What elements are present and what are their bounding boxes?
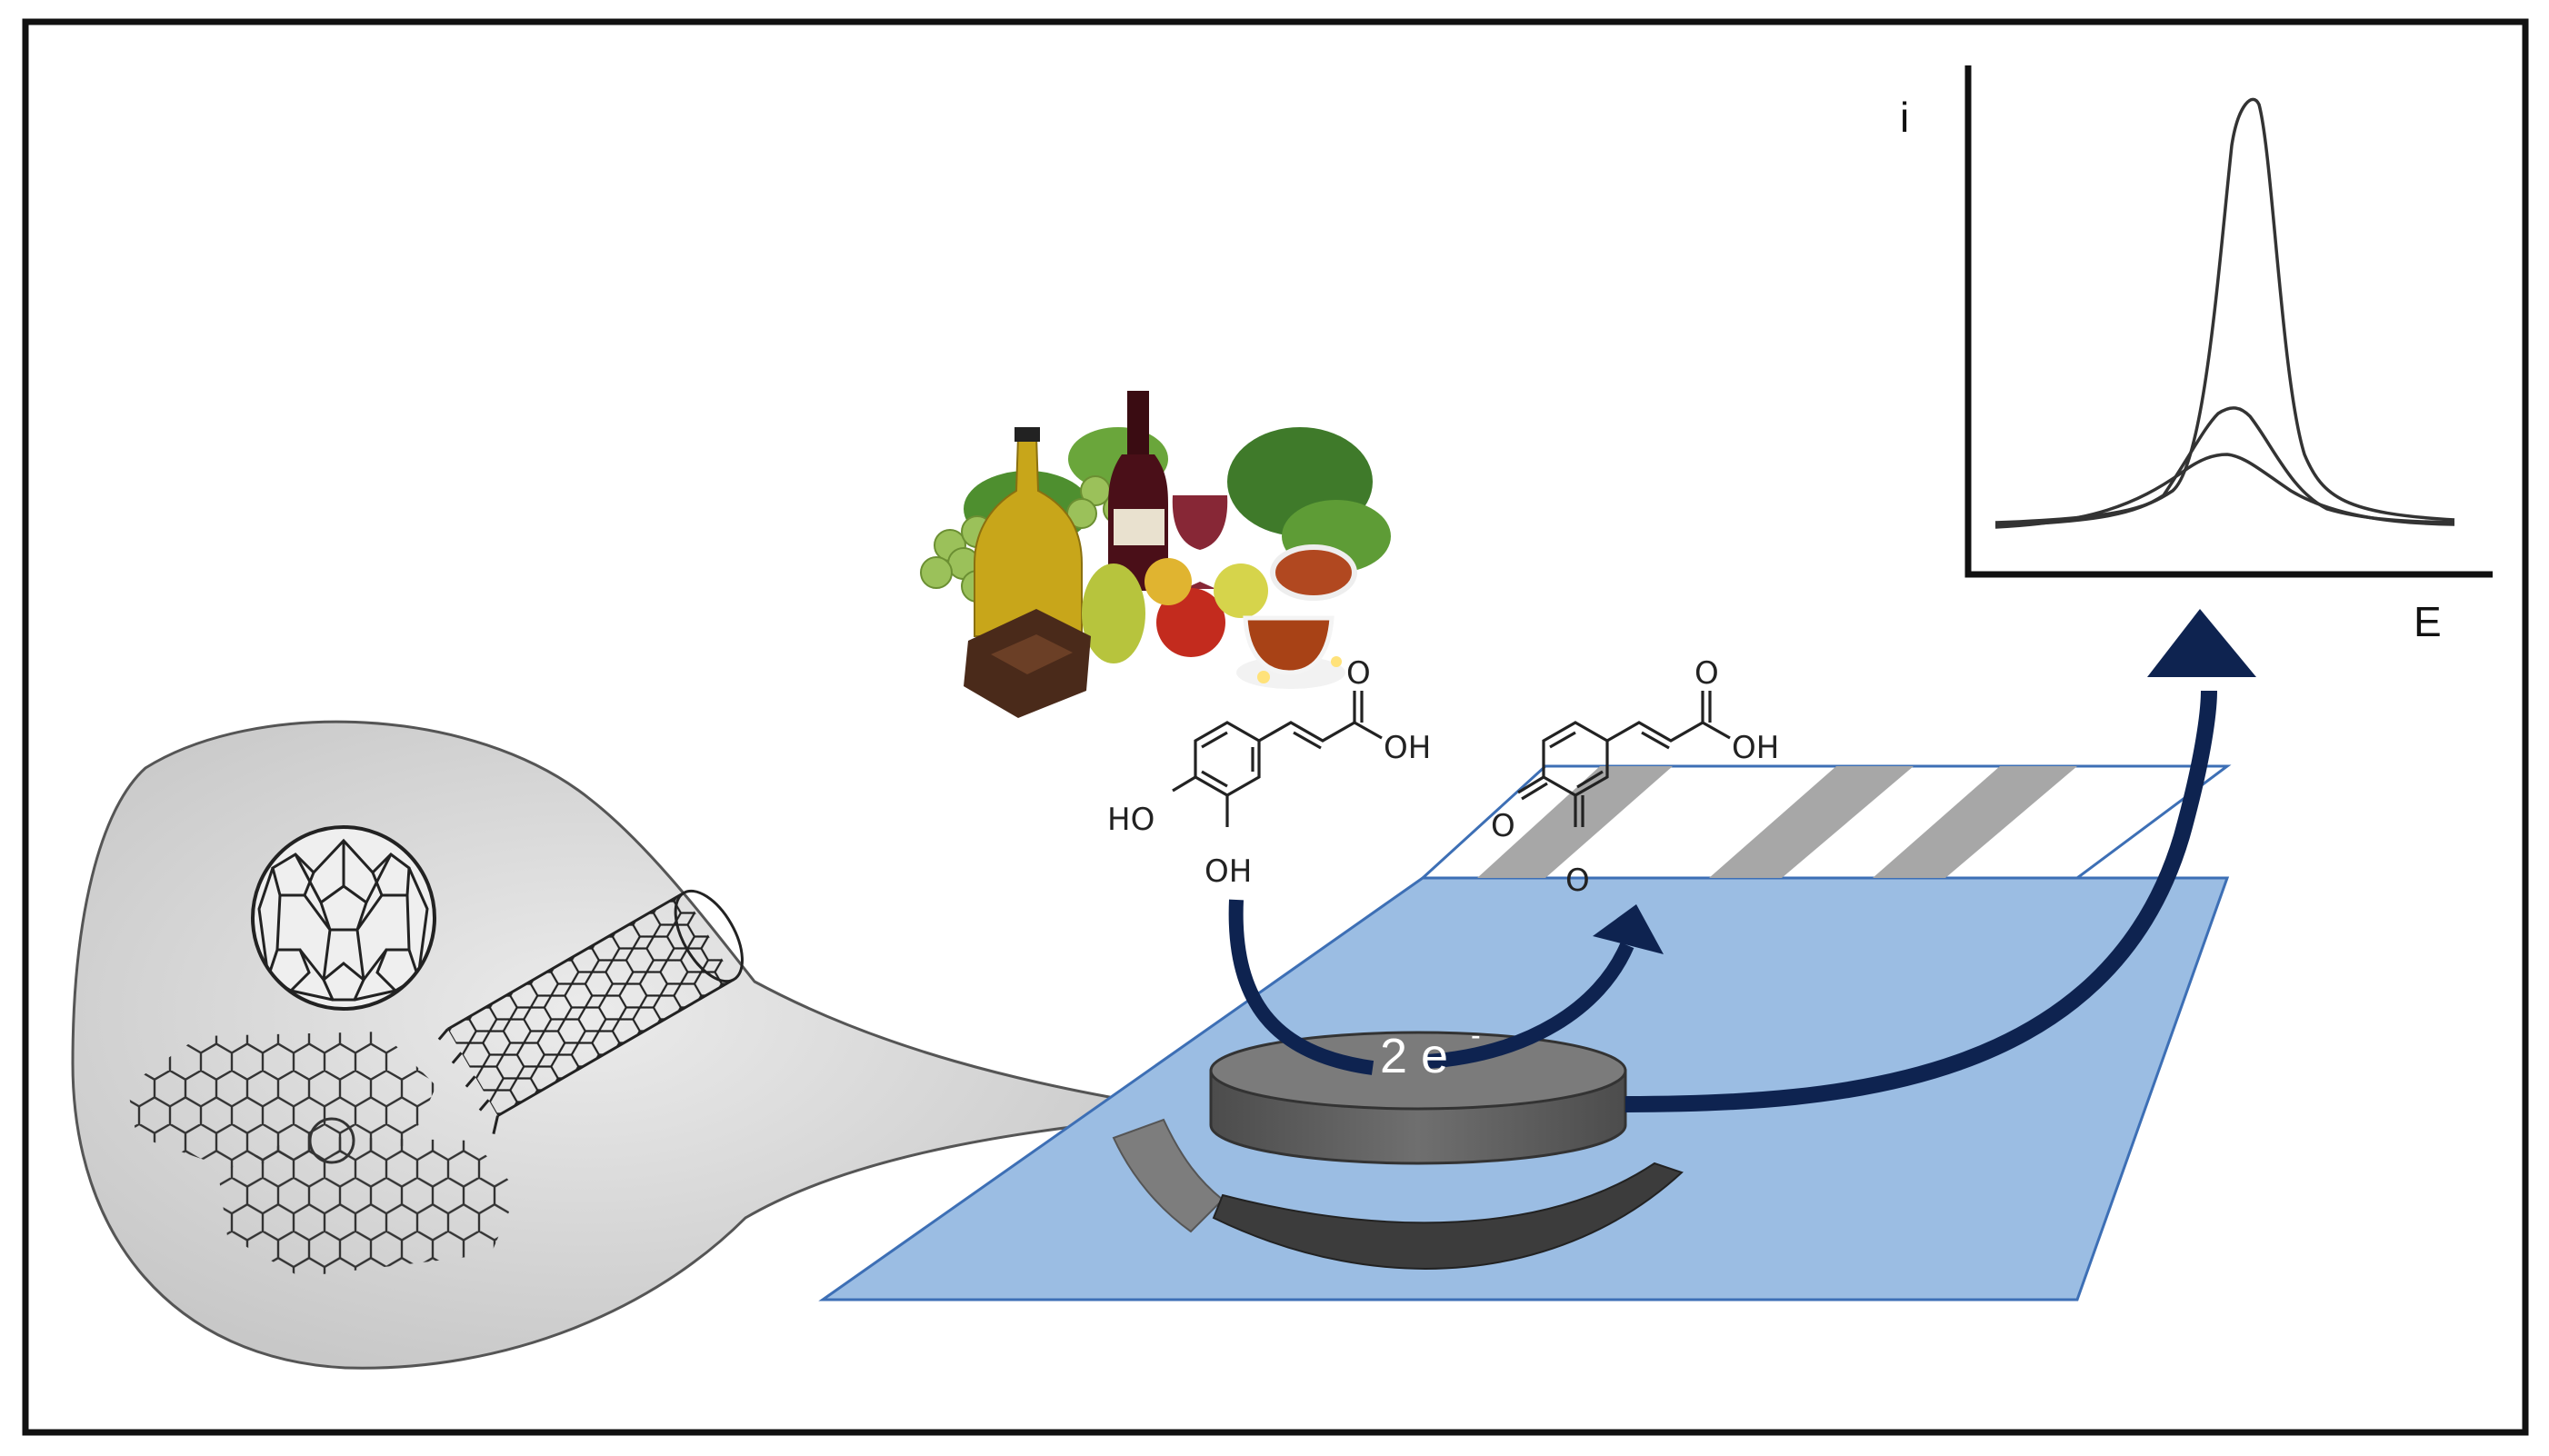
caffeic-acid-molecule bbox=[1172, 691, 1383, 827]
reactant-hydroxyl-oh: OH bbox=[1205, 853, 1252, 890]
working-electrode bbox=[1209, 1031, 1627, 1165]
product-quinone-o-left: O bbox=[1491, 808, 1515, 844]
peak-curve-high bbox=[1994, 97, 2455, 524]
reactant-carbonyl-o: O bbox=[1346, 655, 1371, 692]
graphene-sheet-icon bbox=[127, 1032, 518, 1277]
peak-curve-low bbox=[1994, 453, 2455, 529]
reaction-arrows: 2 e - bbox=[1228, 609, 2256, 1112]
oxidation-arrow-down bbox=[1228, 899, 1374, 1075]
x-axis-label: E bbox=[2414, 598, 2442, 645]
oxidation-arrow-up bbox=[1426, 942, 1634, 1069]
electron-transfer-label: 2 e bbox=[1380, 1029, 1448, 1083]
graph-axes bbox=[1964, 65, 2493, 578]
product-quinone-o-bottom: O bbox=[1565, 863, 1590, 899]
quinone-molecule bbox=[1517, 691, 1731, 827]
oxidation-arrowhead bbox=[1593, 904, 1664, 954]
y-axis-label: i bbox=[1900, 94, 1909, 141]
signal-arrow bbox=[1624, 690, 2217, 1112]
reference-electrode bbox=[1112, 1118, 1225, 1233]
reactant-hydroxyl-ho: HO bbox=[1107, 802, 1155, 838]
product-carboxyl-oh: OH bbox=[1732, 730, 1779, 766]
nanotube-icon bbox=[437, 889, 744, 1134]
product-carbonyl-o: O bbox=[1694, 655, 1719, 692]
electron-superscript: - bbox=[1471, 1019, 1481, 1052]
fullerene-icon bbox=[251, 825, 436, 1011]
contact-pad-3 bbox=[1873, 766, 2077, 878]
reactant-carboxyl-oh: OH bbox=[1384, 730, 1431, 766]
voltammogram: i E bbox=[1900, 65, 2493, 645]
contact-pad-2 bbox=[1709, 766, 1914, 878]
food-sources-illustration bbox=[920, 391, 1391, 718]
screen-printed-electrode bbox=[818, 764, 2232, 1301]
counter-electrode bbox=[1212, 1162, 1684, 1270]
nanomaterial-callout bbox=[71, 720, 1210, 1370]
signal-arrowhead bbox=[2147, 609, 2256, 677]
